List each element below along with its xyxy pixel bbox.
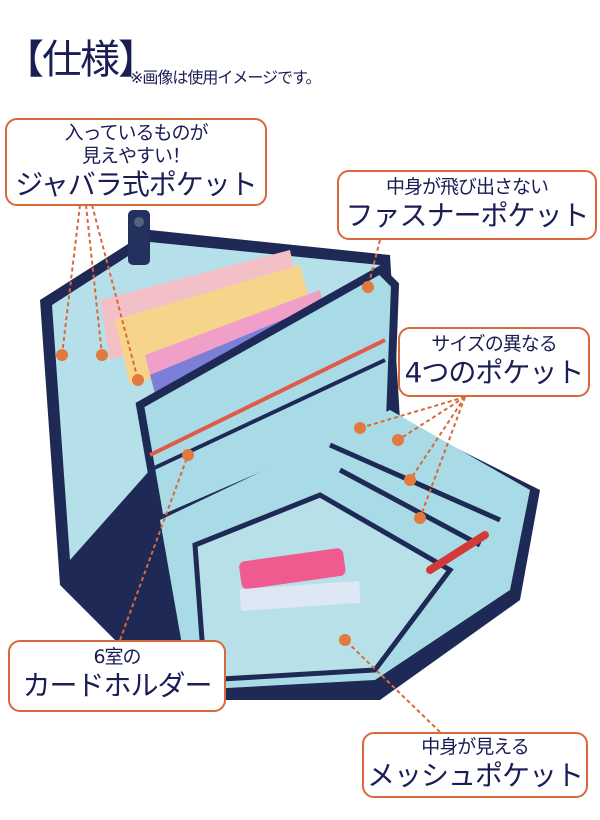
callout-four-pockets: サイズの異なる 4つのポケット xyxy=(398,327,590,397)
callout-accordion-pocket: 入っているものが 見えやすい！ ジャバラ式ポケット xyxy=(5,118,267,206)
callout-heading: カードホルダー xyxy=(22,669,212,702)
image-note: ※画像は使用イメージです。 xyxy=(130,68,321,87)
leader-lines xyxy=(61,204,466,733)
callout-heading: 4つのポケット xyxy=(404,356,585,389)
callout-heading: ジャバラ式ポケット xyxy=(15,168,258,201)
callout-zipper-pocket: 中身が飛び出さない ファスナーポケット xyxy=(337,170,597,240)
callout-subtext: 見えやすい！ xyxy=(81,145,191,167)
callout-subtext: 中身が飛び出さない xyxy=(385,176,549,198)
zip-pocket xyxy=(135,265,400,526)
callout-subtext: サイズの異なる xyxy=(431,333,557,355)
callout-card-holder: 6室の カードホルダー xyxy=(8,640,226,712)
callout-subtext: 6室の xyxy=(93,646,141,668)
callout-mesh-pocket: 中身が見える メッシュポケット xyxy=(362,732,588,798)
page-title: 【仕様】 xyxy=(4,37,158,83)
callout-heading: ファスナーポケット xyxy=(345,199,589,232)
snap-tab xyxy=(128,210,150,265)
callout-subtext: 中身が見える xyxy=(421,736,529,758)
callout-subtext: 入っているものが xyxy=(64,122,208,144)
callout-heading: メッシュポケット xyxy=(366,759,584,792)
